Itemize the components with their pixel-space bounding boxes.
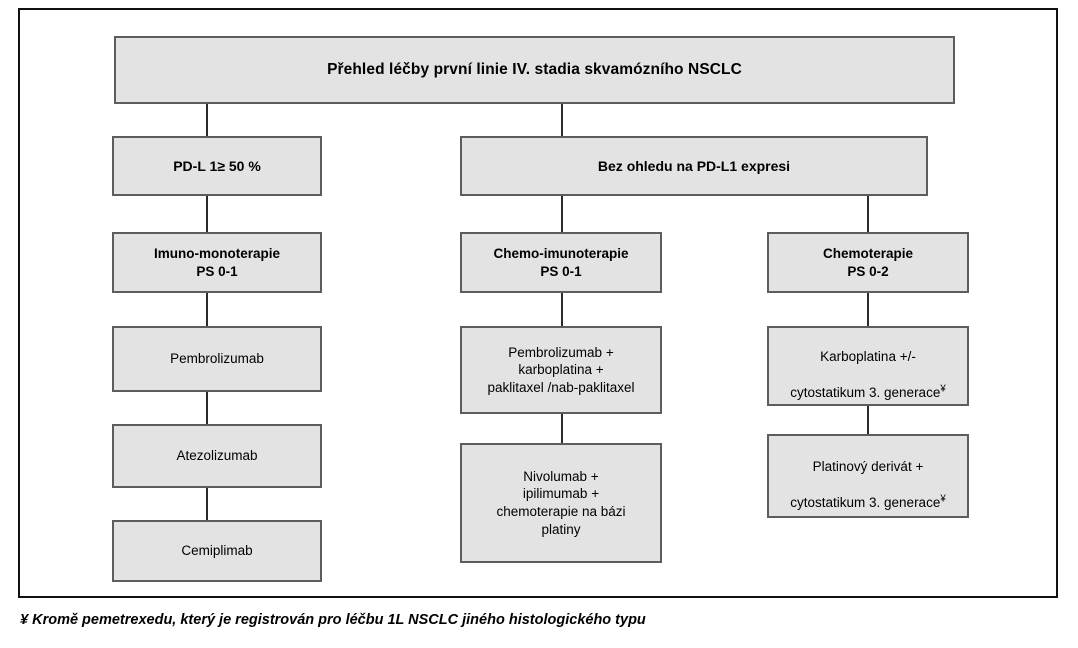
node-option-pembrolizumab: Pembrolizumab [112,326,322,392]
connector-right-criterion-to-chemo [867,196,869,232]
node-option-platinovy-derivat-cytostatikum-line-2: cytostatikum 3. generace [790,494,941,510]
connector-left-criterion-to-modality [206,196,208,232]
node-option-karboplatina-cytostatikum: Karboplatina +/- cytostatikum 3. generac… [767,326,969,406]
connector-title-to-left-criterion [206,104,208,136]
node-criterion-any-expression: Bez ohledu na PD-L1 expresi [460,136,928,196]
node-criterion-pdl1-high: PD-L 1≥ 50 % [112,136,322,196]
node-modality-chemo-imunoterapie-label: Chemo-imunoterapie PS 0-1 [493,245,629,279]
node-option-karboplatina-cytostatikum-line-2: cytostatikum 3. generace [790,384,941,400]
node-modality-imuno-monoterapie: Imuno-monoterapie PS 0-1 [112,232,322,293]
node-option-platinovy-derivat-cytostatikum: Platinový derivát + cytostatikum 3. gene… [767,434,969,518]
node-option-cemiplimab: Cemiplimab [112,520,322,582]
node-option-pembrolizumab-label: Pembrolizumab [170,351,264,367]
connector-mid-modality-to-option-1 [561,293,563,326]
connector-title-to-right-criterion [561,104,563,136]
node-modality-imuno-monoterapie-label: Imuno-monoterapie PS 0-1 [153,245,280,279]
figure-frame: Přehled léčby první linie IV. stadia skv… [18,8,1058,598]
connector-mid-option-1-to-2 [561,414,563,443]
node-criterion-pdl1-high-label: PD-L 1≥ 50 % [173,157,261,174]
node-option-nivolumab-ipilimumab-platina-label: Nivolumab + ipilimumab + chemoterapie na… [496,468,626,537]
connector-left-modality-to-option-1 [206,293,208,326]
node-modality-chemoterapie-label: Chemoterapie PS 0-2 [822,245,914,279]
node-option-nivolumab-ipilimumab-platina: Nivolumab + ipilimumab + chemoterapie na… [460,443,662,563]
figure-footnote: ¥ Kromě pemetrexedu, který je registrová… [20,612,646,628]
node-option-cemiplimab-label: Cemiplimab [181,543,253,559]
node-option-pembrolizumab-karboplatina-paklitaxel: Pembrolizumab + karboplatina + paklitaxe… [460,326,662,414]
node-modality-chemo-imunoterapie: Chemo-imunoterapie PS 0-1 [460,232,662,293]
node-option-pembrolizumab-karboplatina-paklitaxel-label: Pembrolizumab + karboplatina + paklitaxe… [487,344,635,395]
connector-right-option-1-to-2 [867,406,869,434]
node-option-karboplatina-cytostatikum-line-1: Karboplatina +/- [820,349,916,365]
connector-right-criterion-to-chemoimuno [561,196,563,232]
connector-left-option-2-to-3 [206,488,208,520]
node-option-platinovy-derivat-cytostatikum-line-1: Platinový derivát + [812,459,924,475]
node-modality-chemoterapie: Chemoterapie PS 0-2 [767,232,969,293]
footnote-marker-icon: ¥ [940,493,946,505]
node-title-label: Přehled léčby první linie IV. stadia skv… [327,60,742,78]
node-criterion-any-expression-label: Bez ohledu na PD-L1 expresi [597,157,791,174]
connector-right-modality-to-option-1 [867,293,869,326]
node-title: Přehled léčby první linie IV. stadia skv… [114,36,955,104]
node-option-atezolizumab-label: Atezolizumab [176,448,258,464]
footnote-marker-icon: ¥ [940,383,946,395]
node-option-atezolizumab: Atezolizumab [112,424,322,488]
connector-left-option-1-to-2 [206,392,208,424]
